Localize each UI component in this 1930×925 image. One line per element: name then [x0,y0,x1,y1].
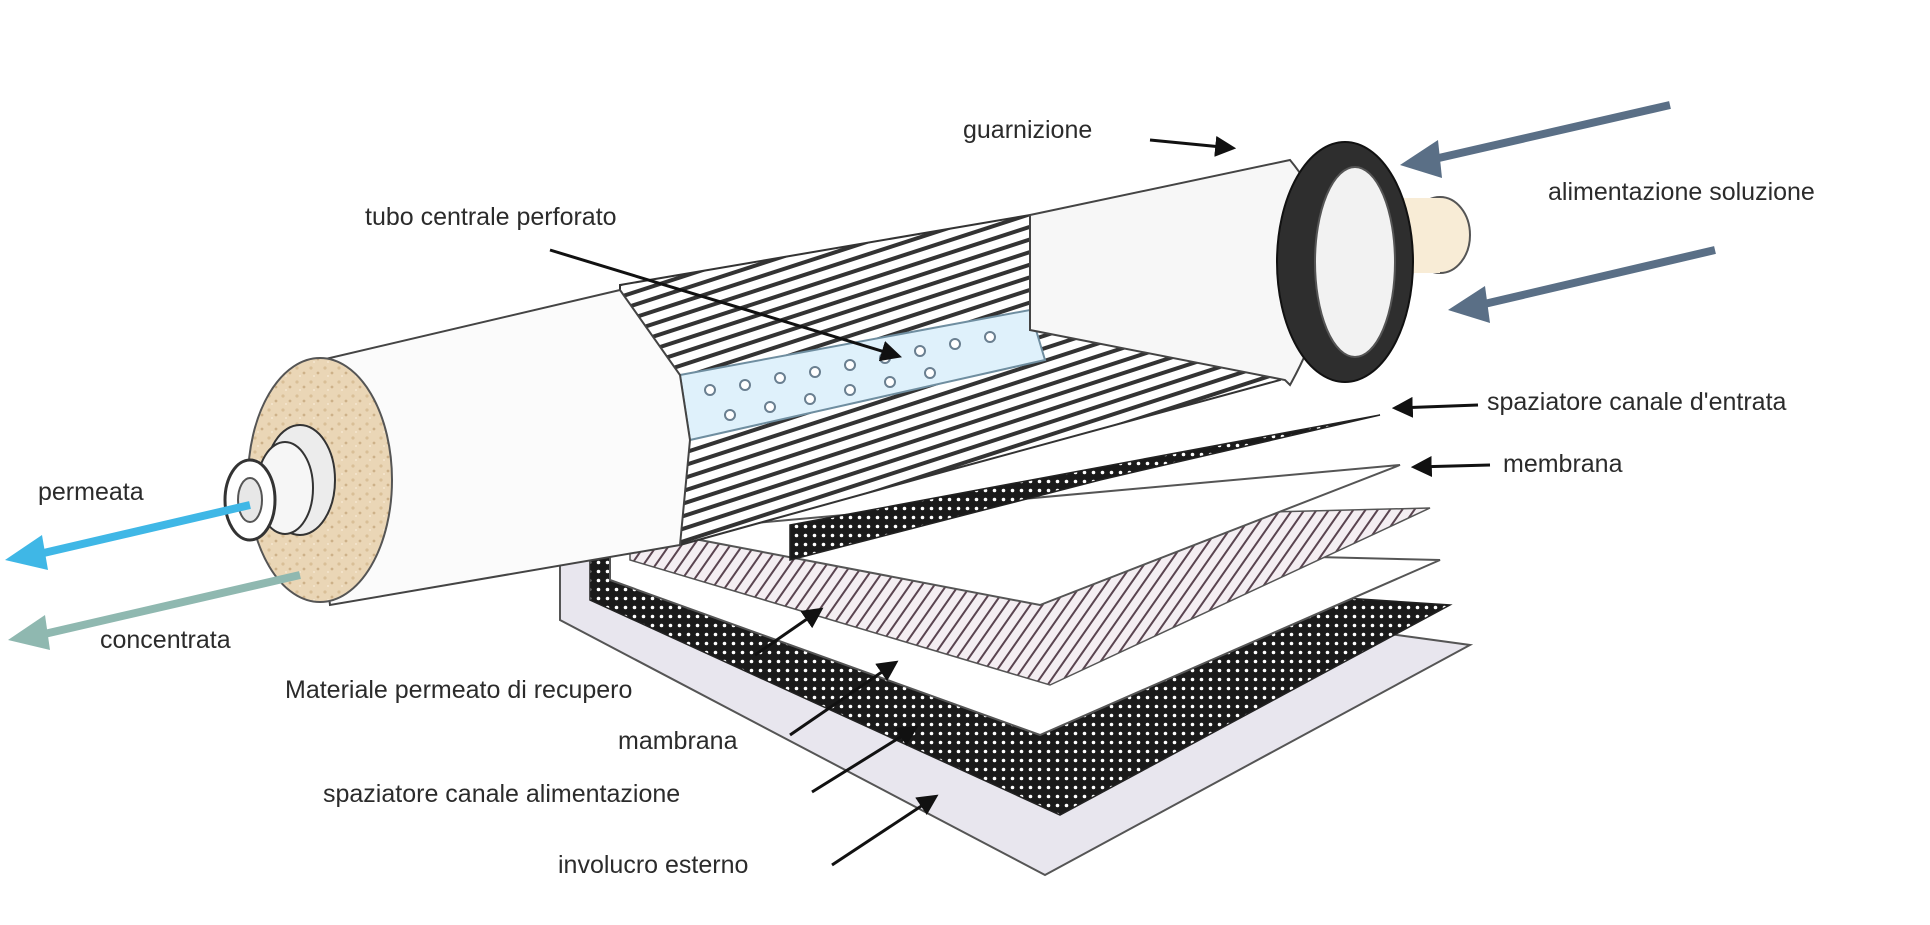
label-spaziatore-alimentazione: spaziatore canale alimentazione [323,780,681,808]
concentrate-flow-arrow [8,571,301,650]
label-permeata: permeata [38,478,144,506]
label-tubo-centrale: tubo centrale perforato [365,203,617,231]
inlet-channel-spacer-sheet [789,414,1381,561]
feed-flow-arrow-upper [1400,101,1671,178]
label-membrana-top: membrana [1503,450,1623,478]
label-materiale-permeato: Materiale permeato di recupero [285,676,633,704]
label-spaziatore-entrata: spaziatore canale d'entrata [1487,388,1787,416]
label-alimentazione-soluzione: alimentazione soluzione [1548,178,1815,206]
pointer-arrows [549,135,1491,867]
permeate-flow-arrow [5,501,251,570]
housing-left [298,288,692,607]
label-guarnizione: guarnizione [963,116,1093,144]
feed-flow-arrow-lower [1448,246,1716,323]
label-involucro-esterno: involucro esterno [558,851,749,879]
label-concentrata: concentrata [100,626,231,654]
label-mambrana: mambrana [618,727,738,755]
